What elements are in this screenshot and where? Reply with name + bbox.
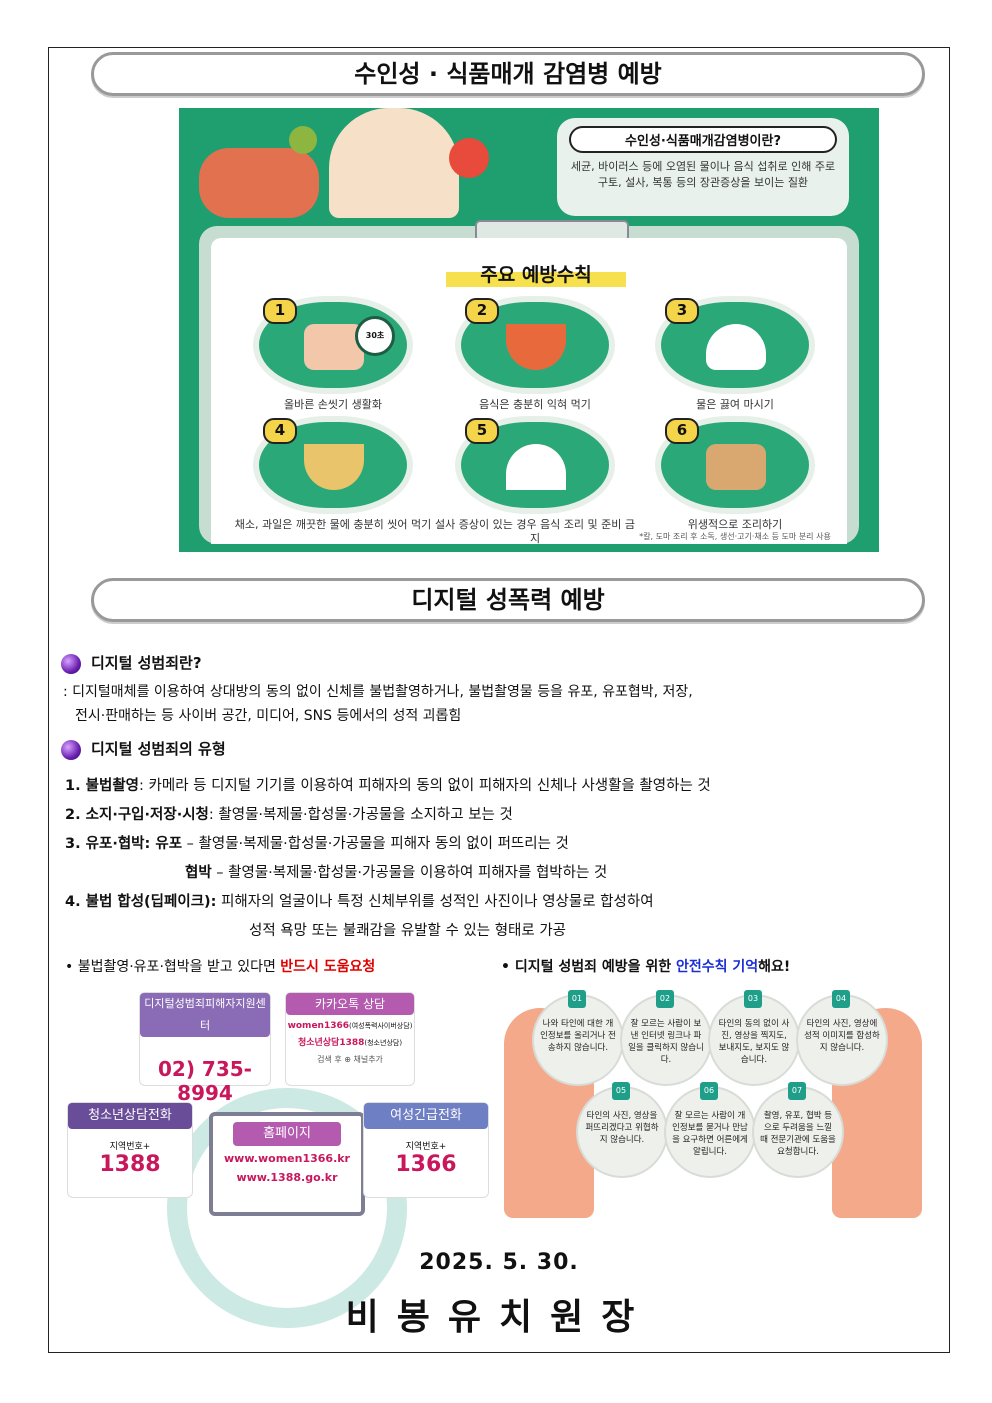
germ-icon [449, 138, 489, 178]
kettle-icon [706, 324, 766, 370]
women-number: 1366 [395, 1152, 457, 1177]
infection-poster: 수인성·식품매개감염병이란? 세균, 바이러스 등에 오염된 물이나 음식 섭취… [179, 108, 879, 552]
rules-board: 주요 예방수칙 1 30초 올바른 손씻기 생활화 2 음식은 충분히 익혀 먹… [199, 220, 859, 546]
definition-text-line1: : 디지털매체를 이용하여 상대방의 동의 없이 신체를 불법촬영하거나, 불법… [63, 684, 693, 700]
rule-caption: 위생적으로 조리하기 [687, 518, 783, 531]
youth-label: 지역번호+ [109, 1142, 151, 1152]
women-label: 지역번호+ [405, 1142, 447, 1152]
section-title-infection: 수인성 · 식품매개 감염병 예방 [91, 52, 925, 96]
rule-item: 5 설사 증상이 있는 경우 음식 조리 및 준비 금지 [435, 416, 635, 546]
hands-icon [304, 324, 364, 370]
rule-subnote: *칼, 도마 조리 후 소독, 생선·고기·채소 등 도마 분리 사용 [639, 532, 831, 541]
youth-number: 1388 [99, 1152, 161, 1177]
kakao-title: 카카오톡 상담 [286, 993, 414, 1015]
rule-caption: 채소, 과일은 깨끗한 물에 충분히 씻어 먹기 [234, 518, 432, 531]
document-date: 2025. 5. 30. [419, 1250, 579, 1275]
types-heading-text: 디지털 성범죄의 유형 [91, 740, 226, 758]
kakao-line2: 청소년상담1388(청소년상담) [297, 1038, 403, 1048]
help-resources-graphic: 디지털성범죄피해자지원센터 02) 735-8994 카카오톡 상담 women… [67, 988, 489, 1328]
rules-title: 주요 예방수칙 [446, 260, 626, 287]
definition-text-line2: 전시·판매하는 등 사이버 공간, 미디어, SNS 등에서의 성적 괴롭힘 [75, 708, 462, 724]
section-title-digital: 디지털 성폭력 예방 [91, 578, 925, 622]
food-illustration [199, 148, 319, 218]
purple-orb-icon [61, 739, 81, 760]
callout-question: 수인성·식품매개감염병이란? [569, 126, 837, 153]
homepage-url2[interactable]: www.1388.go.kr [236, 1171, 338, 1184]
bowl-icon [304, 444, 364, 490]
homepage-title: 홈페이지 [233, 1122, 341, 1146]
types-heading: 디지털 성범죄의 유형 [61, 738, 226, 760]
definition-heading: 디지털 성범죄란? [61, 652, 202, 674]
youth-title: 청소년상담전화 [68, 1103, 192, 1129]
type-item: 2. 소지·구입·저장·시청: 촬영물·복제물·합성물·가공물을 소지하고 보는… [65, 807, 513, 823]
kakao-line1: women1366(여성폭력사이버상담) [287, 1021, 413, 1031]
rule-number: 5 [465, 418, 499, 444]
type-item: 성적 욕망 또는 불쾌감을 유발할 수 있는 형태로 가공 [249, 923, 567, 939]
purple-orb-icon [61, 653, 81, 674]
woman-illustration [329, 108, 459, 218]
bullet-help-request: • 불법촬영·유포·협박을 받고 있다면 반드시 도움요청 [65, 959, 376, 975]
type-item: 협박 – 촬영물·복제물·합성물·가공물을 이용하여 피해자를 협박하는 것 [185, 865, 608, 881]
youth-card: 청소년상담전화 지역번호+ 1388 [67, 1102, 193, 1198]
rule-number: 4 [263, 418, 297, 444]
diarrhea-illustration: 5 [455, 416, 615, 514]
rule-number: 6 [665, 418, 699, 444]
kakao-card: 카카오톡 상담 women1366(여성폭력사이버상담) 청소년상담1388(청… [285, 992, 415, 1086]
cooking-illustration: 2 [455, 296, 615, 394]
callout-definition: 세균, 바이러스 등에 오염된 물이나 음식 섭취로 인해 주로 구토, 설사,… [570, 160, 836, 189]
center-phone: 02) 735-8994 [158, 1057, 252, 1105]
homepage-card: 홈페이지 www.women1366.kr www.1388.go.kr [209, 1112, 365, 1216]
pot-icon [506, 324, 566, 370]
type-item: 1. 불법촬영: 카메라 등 디지털 기기를 이용하여 피해자의 동의 없이 피… [65, 778, 711, 794]
boil-water-illustration: 3 [655, 296, 815, 394]
rule-item: 3 물은 끓여 마시기 [635, 296, 835, 412]
type-item: 4. 불법 합성(딥페이크): 피해자의 얼굴이나 특정 신체부위를 성적인 사… [65, 894, 654, 910]
wash-vegetables-illustration: 4 [253, 416, 413, 514]
principal-signature: 비봉유치원장 [345, 1297, 653, 1338]
rule-caption: 음식은 충분히 익혀 먹기 [479, 398, 591, 411]
women-card: 여성긴급전화 지역번호+ 1366 [363, 1102, 489, 1198]
kakao-line3: 검색 후 ⊕ 채널추가 [317, 1055, 383, 1064]
women-title: 여성긴급전화 [364, 1103, 488, 1129]
sick-person-icon [506, 444, 566, 490]
definition-callout: 수인성·식품매개감염병이란? 세균, 바이러스 등에 오염된 물이나 음식 섭취… [557, 118, 849, 216]
rule-item: 6 위생적으로 조리하기 *칼, 도마 조리 후 소독, 생선·고기·채소 등 … [635, 416, 835, 542]
type-item: 3. 유포·협박: 유포 – 촬영물·복제물·합성물·가공물을 피해자 동의 없… [65, 836, 569, 852]
definition-heading-text: 디지털 성범죄란? [91, 654, 202, 672]
rule-item: 1 30초 올바른 손씻기 생활화 [233, 296, 433, 412]
rule-item: 2 음식은 충분히 익혀 먹기 [435, 296, 635, 412]
center-card: 디지털성범죄피해자지원센터 02) 735-8994 [139, 992, 271, 1105]
center-title: 디지털성범죄피해자지원센터 [140, 993, 270, 1037]
rule-caption: 올바른 손씻기 생활화 [283, 398, 383, 411]
rule-item: 4 채소, 과일은 깨끗한 물에 충분히 씻어 먹기 [233, 416, 433, 532]
handwash-illustration: 1 30초 [253, 296, 413, 394]
rule-number: 1 [263, 298, 297, 324]
rule-caption: 물은 끓여 마시기 [696, 398, 774, 411]
rule-number: 3 [665, 298, 699, 324]
rules-board-inner: 주요 예방수칙 1 30초 올바른 손씻기 생활화 2 음식은 충분히 익혀 먹… [211, 238, 847, 546]
timer-icon: 30초 [355, 316, 395, 356]
germ-icon [289, 126, 317, 154]
cutting-board-icon [706, 444, 766, 490]
hygienic-cooking-illustration: 6 [655, 416, 815, 514]
bullet-safety-rules: • 디지털 성범죄 예방을 위한 안전수칙 기억해요! [501, 959, 791, 975]
document-frame: 수인성 · 식품매개 감염병 예방 수인성·식품매개감염병이란? 세균, 바이러… [48, 47, 950, 1353]
homepage-url1[interactable]: www.women1366.kr [224, 1152, 350, 1165]
rule-number: 2 [465, 298, 499, 324]
rule-caption: 설사 증상이 있는 경우 음식 조리 및 준비 금지 [435, 518, 636, 545]
